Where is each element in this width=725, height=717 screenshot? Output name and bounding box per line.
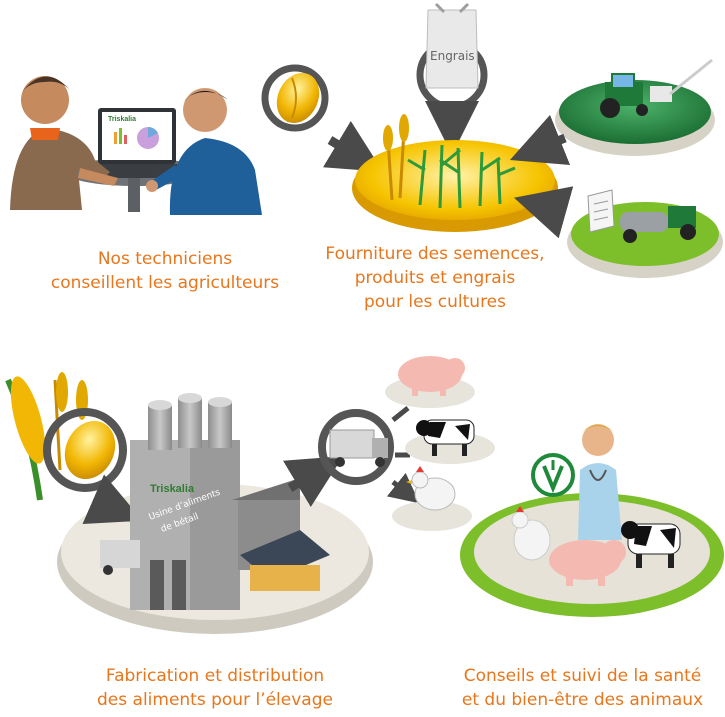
factory-logo: Triskalia: [150, 483, 195, 495]
spraying-tractor: [555, 58, 715, 156]
chicken-disc: [392, 466, 472, 531]
slurry-tractor: [567, 189, 723, 278]
fertilizer-bag: Engrais: [416, 2, 488, 111]
caption-line: pour les cultures: [363, 292, 507, 312]
caption-feed: Fabrication et distribution des aliments…: [55, 664, 375, 712]
chicken: [511, 506, 551, 561]
vet-badge: [531, 453, 575, 497]
pig: [549, 540, 626, 586]
seed-badge: [261, 64, 329, 132]
caption-line: Fourniture des semences,: [325, 244, 545, 264]
laptop-logo: Triskalia: [108, 116, 136, 123]
caption-technicians: Nos techniciens conseillent les agricult…: [15, 247, 315, 295]
pig-disc: [385, 356, 475, 408]
supplies-scene: Engrais: [261, 2, 723, 278]
caption-line: Fabrication et distribution: [105, 666, 325, 686]
veterinarian: [578, 424, 622, 540]
caption-line: et du bien-être des animaux: [461, 690, 704, 710]
caption-line: conseillent les agriculteurs: [50, 273, 280, 293]
caption-supplies: Fourniture des semences, produits et eng…: [300, 242, 570, 314]
feed-factory: Triskalia Usine d’aliments de bétail: [100, 393, 330, 610]
technician-figure: [146, 88, 262, 215]
caption-health: Conseils et suivi de la santé et du bien…: [440, 664, 725, 712]
crop-field: [352, 114, 558, 232]
cow: [621, 521, 681, 568]
caption-line: Conseils et suivi de la santé: [463, 666, 702, 686]
technicians-scene: Triskalia: [10, 76, 262, 215]
fertilizer-label: Engrais: [430, 49, 475, 63]
farmer-figure: [10, 76, 118, 210]
caption-line: des aliments pour l’élevage: [97, 690, 333, 710]
truck-badge: [318, 409, 394, 485]
caption-line: Nos techniciens: [97, 249, 233, 269]
caption-line: produits et engrais: [354, 268, 516, 288]
laptop: Triskalia: [88, 108, 190, 178]
cow-disc: [405, 419, 495, 464]
health-scene: [460, 424, 724, 617]
feed-factory-scene: Triskalia Usine d’aliments de bétail: [5, 356, 495, 634]
